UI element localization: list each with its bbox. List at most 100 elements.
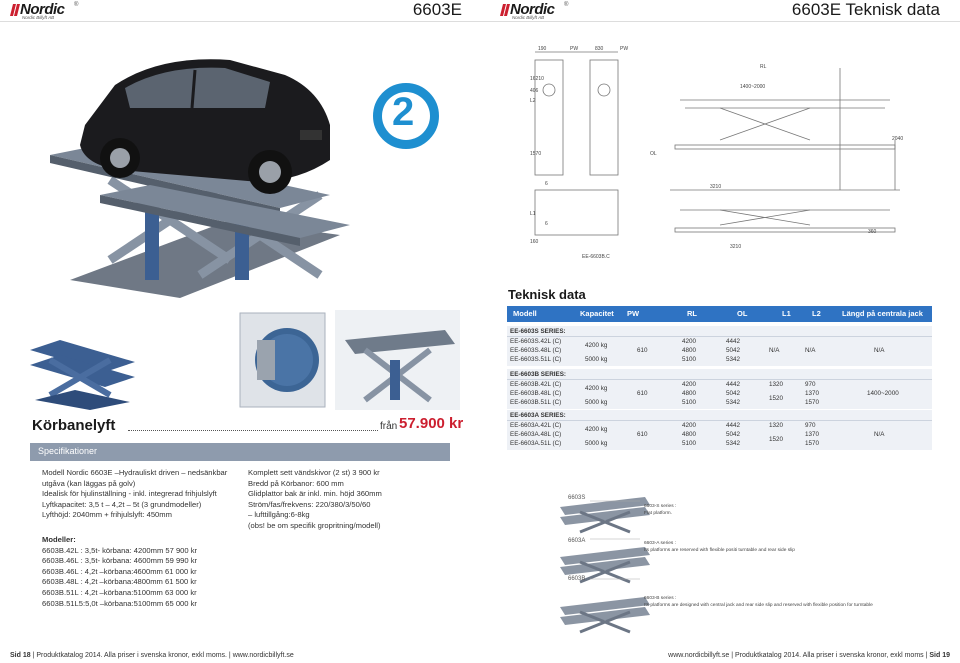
drawing-caption: EE-6603B.C [582,254,610,260]
platform-note-title: 6603-B series : [644,595,676,601]
ol-cell: 5042 [726,347,741,354]
technical-drawing: 190 PW 830 PW RL 16210 406 L2 1570 OL 6 … [530,46,903,260]
series-title: EE-6603S SERIES: [510,328,566,335]
table-row: EE-6603A.48L (C) [510,431,562,438]
logo-subtitle: Nordic Billyft AB [512,15,545,20]
rl-cell: 5100 [682,399,697,406]
lift-with-car-photo [50,59,350,298]
column-header: Längd på centrala jack [842,309,923,318]
column-header: PW [627,309,640,318]
platform-label: 6603A [568,538,585,544]
spec-line: Modell Nordic 6603E –Hydrauliskt driven … [42,468,228,477]
drawing-label: 830 [595,46,604,52]
column-header: RL [687,309,697,318]
model-line: 6603B.46L : 4,2t –körbana:4600mm 61 000 … [42,566,197,576]
platform-note-title: 6603-S series : [644,503,676,509]
spec-line: – lufttillgång:6-8kg [248,510,310,520]
rl-cell: 4800 [682,347,697,354]
table-row: EE-6603A.42L (C) [510,422,562,429]
l1-cell: 1320 [769,422,784,429]
drawing-label: 3210 [710,184,721,190]
left-footer: Sid 18 | Produktkatalog 2014. Alla prise… [10,652,294,663]
left-header: Nordic Nordic Billyft AB ® 6603E [0,0,480,22]
platform-variants-illustration: 6603S 6603A 6603B 6603-S series : Flat p… [560,495,873,634]
spec-line: Lyfthöjd: 2040mm + frihjulslyft: 450mm [42,510,172,520]
column-header: Kapacitet [580,309,614,318]
spec-line: Bredd på Körbanor: 600 mm [248,478,344,488]
models-heading: Modeller: [42,534,76,544]
rl-cell: 4200 [682,381,697,388]
model-line: 6603B.48L : 4,2t –körbana:4800mm 61 500 … [42,577,197,587]
spec-line: Glidplattor bak är inkl. min. höjd 360mm [248,489,382,499]
rl-cell: 4200 [682,338,697,345]
l2-cell: 1370 [805,431,820,438]
drawing-label: 406 [530,88,539,94]
logo-slashes-icon [10,4,20,16]
page-number: Sid 18 [10,652,31,659]
nordic-logo: Nordic Nordic Billyft AB ® [500,1,568,20]
model-line: 6603B.51L5:5,0t –körbana:5100mm 65 000 k… [42,598,197,608]
pw-cell: 610 [637,390,648,397]
spec-left-column: Modell Nordic 6603E –Hydrauliskt driven … [42,468,247,609]
l1-cell: 1320 [769,381,784,388]
column-header: L2 [812,309,821,318]
ol-cell: 4442 [726,422,741,429]
spec-line: utgåva (kan läggas på golv) [42,478,136,488]
nordic-logo: Nordic Nordic Billyft AB ® [10,1,78,20]
l1-cell: 1520 [769,395,784,402]
series-title: EE-6603B SERIES: [510,371,566,378]
logo-subtitle: Nordic Billyft AB [22,15,55,20]
rl-cell: 4800 [682,431,697,438]
l2-cell: 1570 [805,440,820,447]
drawing-label: PW [570,46,578,52]
price-value: 57.900 kr [399,415,464,432]
price-from-label: från [380,421,398,432]
spec-right-column: Komplett sett vändskivor (2 st) 3 900 kr… [248,468,448,532]
l2-cell: 970 [805,381,816,388]
page-number: Sid 19 [929,652,950,659]
logo-wordmark: Nordic [510,1,555,18]
platform-note: Its platforms are designed with central … [644,602,873,608]
rl-cell: 5100 [682,356,697,363]
series-group-6603a: EE-6603A SERIES: EE-6603A.42L (C) EE-660… [507,410,932,450]
series-group-6603b: EE-6603B SERIES: EE-6603B.42L (C) EE-660… [507,369,932,409]
page-title: 6603E Teknisk data [791,0,940,19]
table-row: EE-6603B.51L (C) [510,399,562,406]
tech-table-header: Modell Kapacitet PW RL OL L1 L2 Längd på… [507,306,932,322]
l1-cell: N/A [769,347,780,354]
specifications-bar: Specifikationer [30,443,450,461]
logo-registered-mark: ® [74,2,79,8]
lift-thumbnail-2 [335,310,460,410]
drawing-label: 3210 [730,244,741,250]
pw-cell: 610 [637,347,648,354]
page-title: 6603E [412,0,462,19]
l2-cell: 1570 [805,399,820,406]
l2-cell: 1370 [805,390,820,397]
turntable-thumbnail [239,312,326,408]
drawing-label: 16210 [530,76,544,82]
rl-cell: 4800 [682,390,697,397]
spec-line: (obs! be om specifik gropritning/modell) [248,520,381,530]
specifications-label: Specifikationer [38,446,98,456]
capacity-cell: 5000 kg [585,356,608,363]
ol-cell: 5342 [726,356,741,363]
rl-cell: 4200 [682,422,697,429]
spec-line: Ström/fas/frekvens: 220/380/3/50/60 [248,499,371,509]
table-row: EE-6603B.48L (C) [510,390,562,397]
right-footer: www.nordicbillyft.se | Produktkatalog 20… [668,652,950,663]
spec-line: Idealisk för hjulinställning - inkl. int… [42,489,217,499]
table-row: EE-6603S.51L (C) [510,356,562,363]
platform-note: Flat platform. [644,510,672,516]
platform-label: 6603S [568,495,585,501]
pw-cell: 610 [637,431,648,438]
drawing-label: PW [620,46,628,52]
table-row: EE-6603A.51L (C) [510,440,562,447]
capacity-cell: 4200 kg [585,342,608,349]
drawing-label: 6 [545,221,548,227]
jack-cell: N/A [874,431,885,438]
product-thumbnails [20,310,460,410]
table-row: EE-6603S.48L (C) [510,347,562,354]
capacity-cell: 5000 kg [585,399,608,406]
l2-cell: 970 [805,422,816,429]
logo-wordmark: Nordic [20,1,65,18]
